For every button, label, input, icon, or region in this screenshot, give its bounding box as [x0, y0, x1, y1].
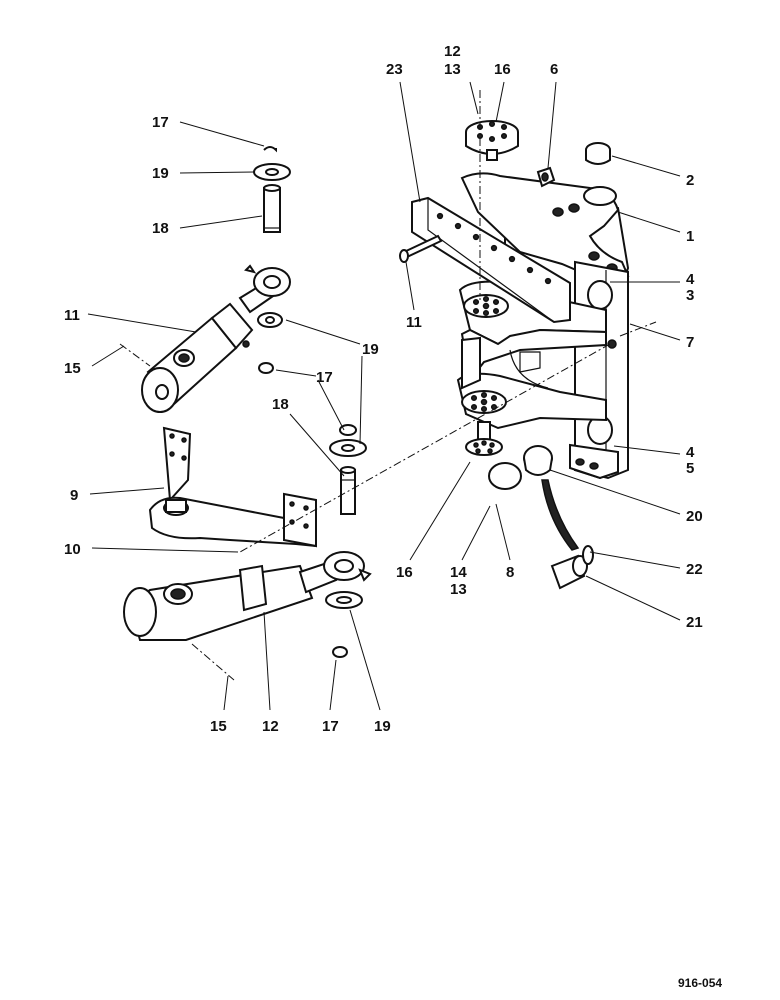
callout-18-mid: 18 [272, 396, 289, 413]
rosette-plate-top [465, 120, 519, 161]
callout-11-visible: 11 [406, 314, 422, 331]
pin-middle [329, 424, 367, 515]
connector [541, 479, 594, 590]
callout-22: 22 [686, 561, 703, 578]
callout-23: 23 [386, 61, 403, 78]
callout-1: 1 [686, 228, 694, 245]
callout-17-mid: 17 [316, 369, 333, 386]
nut [536, 166, 556, 188]
callout-14-lower: 13 [450, 581, 467, 598]
callout-3: 3 [686, 287, 694, 304]
callout-18-top: 18 [152, 220, 169, 237]
washer-hole [265, 316, 275, 324]
leader-lines [87, 81, 681, 711]
ram-cylinder-lower [123, 551, 372, 641]
pin-upper [253, 146, 291, 233]
cover [523, 445, 553, 476]
callout-12-lower: 12 [262, 718, 279, 735]
rosette-plate-lower [465, 421, 503, 456]
reference-code: 916-054 [678, 976, 722, 990]
clip-lower [332, 646, 348, 658]
callout-12-upper: 11 [64, 307, 80, 324]
callout-labels: 17 19 18 11 15 19 17 18 9 10 15 12 17 19… [64, 43, 722, 990]
callout-7: 7 [686, 334, 694, 351]
callout-19-lower: 19 [374, 718, 391, 735]
callout-15-lower: 15 [210, 718, 227, 735]
callout-6: 6 [550, 61, 558, 78]
callout-13-top: 12 [444, 43, 461, 60]
callout-4-upper: 4 [686, 271, 695, 288]
callout-5: 5 [686, 460, 694, 477]
callout-2: 2 [686, 172, 694, 189]
bolt [399, 234, 443, 263]
clip-upper [258, 362, 274, 374]
callout-20: 20 [686, 508, 703, 525]
flat-bar [411, 196, 571, 324]
callout-15-upper: 15 [64, 360, 81, 377]
callout-16-lower: 16 [396, 564, 413, 581]
ram-cylinder-upper [141, 264, 291, 413]
callout-19-mid: 19 [362, 341, 379, 358]
callout-9: 9 [70, 487, 78, 504]
bracket [148, 426, 317, 548]
callout-17-lower: 17 [322, 718, 339, 735]
callout-16-top: 16 [494, 61, 511, 78]
frame-casting [456, 172, 630, 480]
callout-13-lower: 14 [450, 564, 467, 581]
callout-14-top: 13 [444, 61, 461, 78]
washer-lower-hole [336, 596, 352, 604]
callout-17-top: 17 [152, 114, 169, 131]
callout-4-lower: 4 [686, 444, 695, 461]
bush [585, 142, 611, 165]
callout-10: 10 [64, 541, 81, 558]
callout-21: 21 [686, 614, 703, 631]
callout-8: 8 [506, 564, 514, 581]
plug [488, 462, 522, 490]
callout-19-top: 19 [152, 165, 169, 182]
